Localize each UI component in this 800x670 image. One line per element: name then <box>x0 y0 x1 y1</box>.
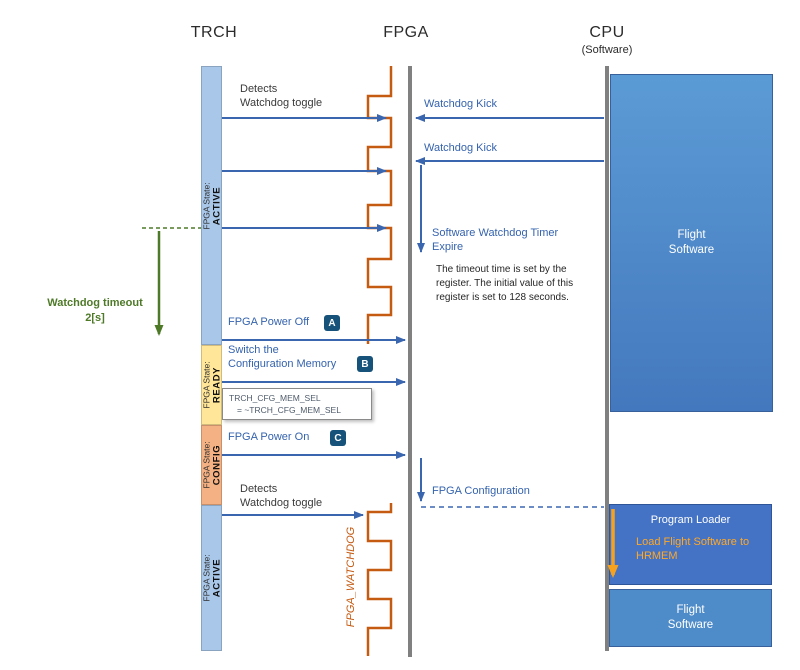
fpga-power-on-label: FPGA Power On <box>228 431 310 443</box>
state-segment-active-1: FPGA State: ACTIVE <box>201 66 222 345</box>
register-note-line1: TRCH_CFG_MEM_SEL <box>229 393 321 403</box>
register-note-box: TRCH_CFG_MEM_SEL = ~TRCH_CFG_MEM_SEL <box>222 388 372 420</box>
fpga-power-off-label: FPGA Power Off <box>228 316 310 328</box>
watchdog-waveform-bottom <box>366 503 393 656</box>
state-segment-active-2: FPGA State: ACTIVE <box>201 505 222 651</box>
load-flight-software-note: Load Flight Software to HRMEM <box>636 536 750 562</box>
detect-toggle-label-1-line2: Watchdog toggle <box>240 97 323 109</box>
header-cpu-subtitle: (Software) <box>581 44 633 56</box>
detect-toggle-label-2-line1: Detects <box>240 483 278 495</box>
state-label-prefix: FPGA State: <box>201 181 211 230</box>
watchdog-kick-label-2: Watchdog Kick <box>424 142 497 154</box>
timeout-note-line3: register is set to 128 seconds. <box>436 292 569 303</box>
flight-software-bottom-label: Flight Software <box>667 604 714 631</box>
state-label-prefix: FPGA State: <box>201 361 211 409</box>
step-badge-b: B <box>357 356 373 372</box>
flight-software-label: Flight Software <box>668 229 715 256</box>
header-cpu: CPU <box>589 24 625 41</box>
state-segment-config: FPGA State: CONFIG <box>201 425 222 505</box>
flight-software-bottom-box: Flight Software <box>609 589 772 647</box>
program-loader-label: Program Loader <box>650 514 731 526</box>
watchdog-timeout-label-line1: Watchdog timeout <box>47 297 143 309</box>
timeout-note-line1: The timeout time is set by the <box>436 264 567 275</box>
watchdog-kick-label-1: Watchdog Kick <box>424 98 497 110</box>
switch-config-label-line1: Switch the <box>228 344 279 356</box>
swt-expire-label-line1: Software Watchdog Timer <box>432 227 559 239</box>
step-badge-a: A <box>324 315 340 331</box>
program-loader-box: Program Loader Load Flight Software to H… <box>609 504 772 585</box>
timeout-note-line2: register. The initial value of this <box>436 278 574 289</box>
state-label-prefix: FPGA State: <box>201 554 211 602</box>
swt-expire-label-line2: Expire <box>432 241 464 253</box>
state-name-active-2: ACTIVE <box>211 558 222 598</box>
detect-toggle-label-2-line2: Watchdog toggle <box>240 497 323 509</box>
flight-software-box: Flight Software <box>610 74 773 412</box>
detect-toggle-label-1-line1: Detects <box>240 83 278 95</box>
state-label-prefix: FPGA State: <box>201 441 211 489</box>
header-trch: TRCH <box>190 24 238 41</box>
state-segment-ready: FPGA State: READY <box>201 345 222 425</box>
switch-config-label-line2: Configuration Memory <box>228 358 337 370</box>
state-name-ready: READY <box>211 366 222 404</box>
fpga-configuration-label: FPGA Configuration <box>432 485 530 497</box>
step-badge-c: C <box>330 430 346 446</box>
state-name-active-1: ACTIVE <box>211 186 222 225</box>
watchdog-timeout-label-line2: 2[s] <box>85 312 105 324</box>
state-name-config: CONFIG <box>211 444 222 486</box>
watchdog-waveform-top <box>366 66 393 344</box>
register-note-line2: = ~TRCH_CFG_MEM_SEL <box>237 405 341 415</box>
header-fpga: FPGA <box>383 24 429 41</box>
fpga-watchdog-signal-label: FPGA_WATCHDOG <box>345 526 357 628</box>
